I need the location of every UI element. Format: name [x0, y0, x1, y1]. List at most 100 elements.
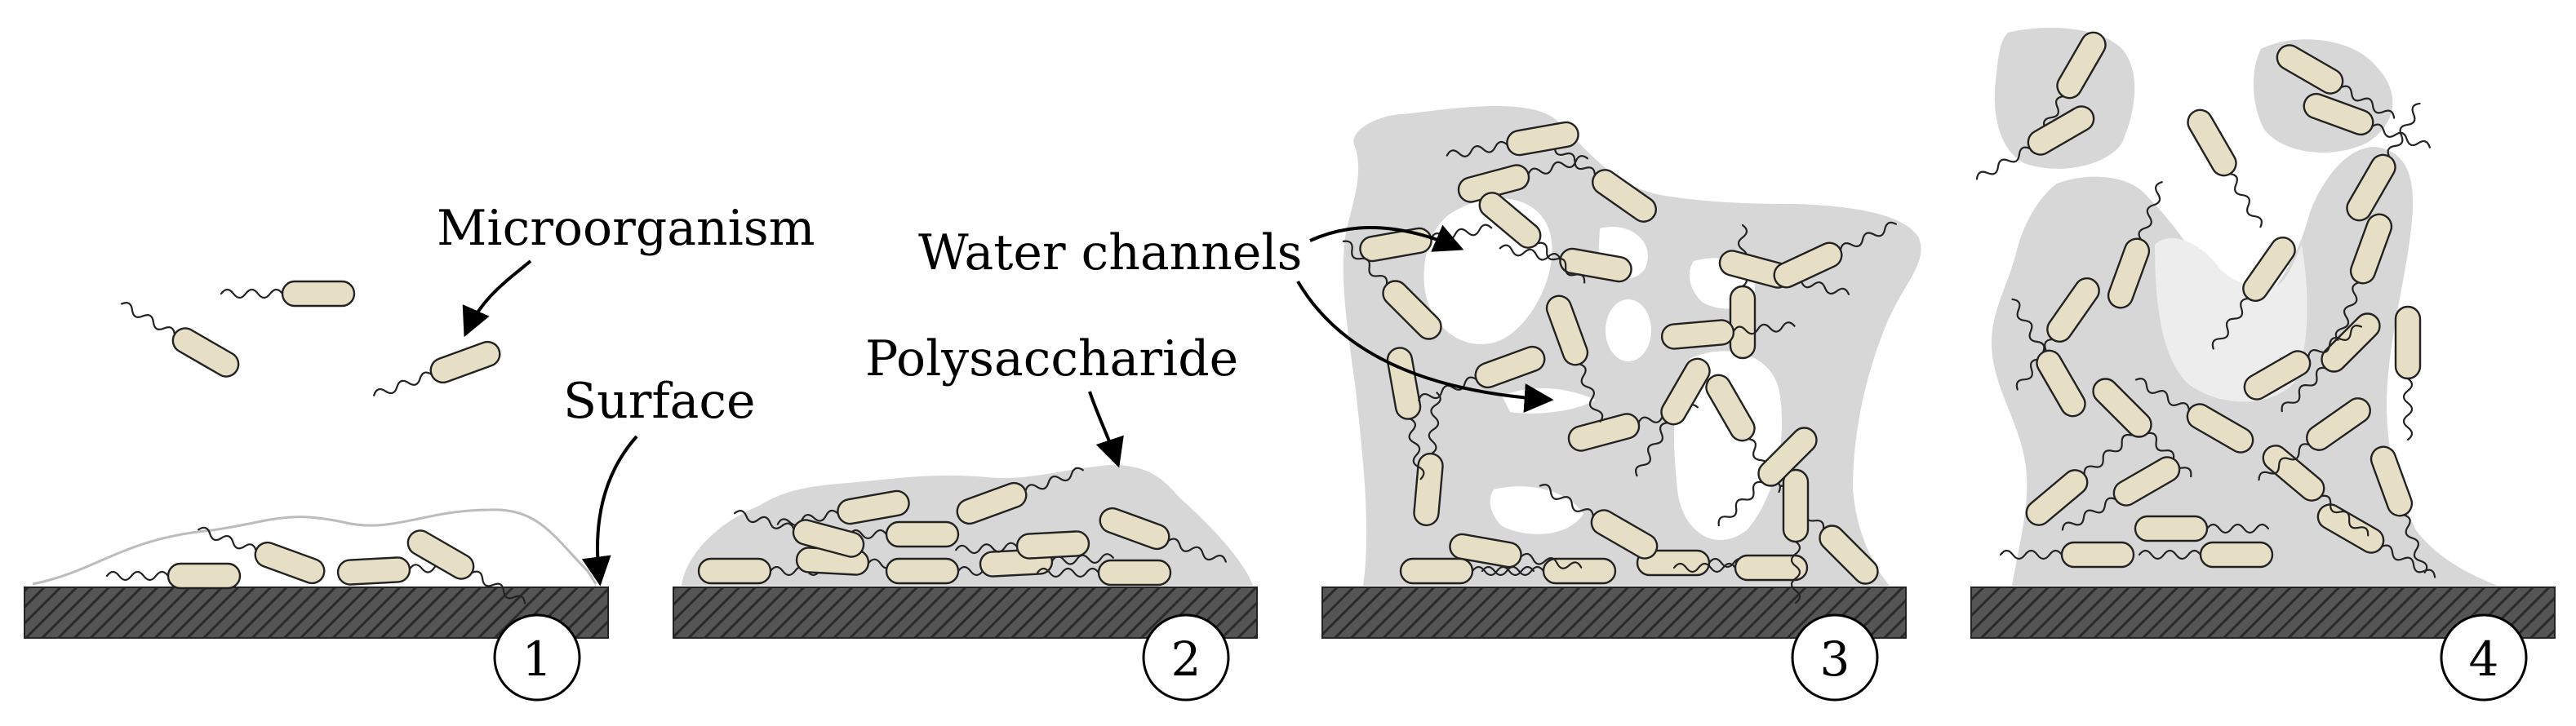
flagellum: [1732, 321, 1796, 335]
flagellum: [2011, 298, 2045, 353]
flagellum: [2138, 549, 2202, 560]
bacterium-body: [2303, 92, 2374, 136]
bacterium: [1342, 240, 1442, 340]
detached-cluster-left: [1994, 28, 2135, 169]
bacterium: [105, 562, 242, 590]
bacterium-body: [2199, 541, 2274, 569]
flagellum: [471, 570, 526, 604]
panel-3: 3: [1321, 106, 1921, 702]
bacteria-group-4: [1975, 31, 2436, 578]
flagellum: [1717, 480, 1763, 527]
label-surface: Surface: [563, 373, 756, 430]
flagellum: [1408, 418, 1425, 480]
flagellum: [2147, 432, 2192, 478]
bacterium-body: [281, 280, 356, 308]
panel-1: 1: [24, 280, 609, 702]
arrow-water-channel-upper: [1309, 224, 1464, 252]
bacterium-body: [837, 489, 910, 525]
bacterium: [2394, 305, 2422, 441]
bacterium-body: [2046, 277, 2100, 343]
stage-number-3: 3: [1820, 631, 1850, 687]
flagellum: [733, 510, 795, 530]
bacteria-group-2: [697, 467, 1227, 587]
bacterium: [1036, 559, 1172, 587]
flagellum: [2205, 523, 2270, 534]
flagellum: [1036, 567, 1100, 578]
bacterium-body: [1590, 509, 1659, 560]
bacterium-body: [1545, 294, 1589, 366]
bacterium: [1773, 221, 1897, 289]
bacterium: [220, 280, 356, 308]
bacterium-body: [171, 327, 240, 378]
bacterium: [2092, 378, 2192, 478]
flagellum: [776, 509, 839, 526]
bacterium-body: [1636, 549, 1711, 577]
bacterium-body: [2186, 403, 2254, 454]
panel-2: 2: [673, 465, 1258, 702]
bacterium-body: [885, 520, 960, 548]
bacterium-body: [336, 556, 411, 586]
bacterium: [2025, 433, 2133, 526]
bacterium: [956, 467, 1084, 525]
bacterium-body: [406, 529, 475, 580]
flagellum: [2061, 497, 2116, 531]
flagellum: [2320, 494, 2369, 537]
bacterium-body: [1773, 241, 1843, 289]
bacterium: [1446, 121, 1579, 157]
bacterium-body: [1660, 357, 1711, 426]
arrow-polysaccharide: [1088, 391, 1124, 468]
flagellum: [2258, 443, 2311, 481]
bacterium: [2303, 92, 2431, 148]
bacterium: [776, 489, 910, 526]
bacterium: [1413, 392, 1444, 527]
arrow-surface: [581, 435, 638, 587]
bacterium: [1545, 294, 1604, 423]
flagellum: [2340, 85, 2396, 119]
bacterium: [1660, 319, 1796, 350]
bacterium: [1635, 357, 1711, 477]
bacterium-body: [1705, 374, 1756, 442]
bacterium-body: [697, 557, 772, 585]
bacterium-body: [2107, 237, 2151, 309]
label-water-channels: Water channels: [918, 224, 1302, 281]
bacterium: [1672, 554, 1809, 582]
bacterium-body: [1449, 533, 1522, 569]
bacterium: [1499, 244, 1632, 283]
bacterium-body: [2092, 378, 2152, 438]
bacterium: [406, 529, 526, 604]
bacterium-body: [2060, 541, 2135, 569]
bacterium: [1717, 427, 1818, 527]
flagellum: [1024, 467, 1084, 493]
flagellum: [1790, 540, 1801, 604]
flagellum: [1520, 552, 1583, 569]
bacterium-body: [2262, 445, 2325, 502]
label-polysaccharide: Polysaccharide: [865, 330, 1238, 387]
flagellum: [1536, 241, 1586, 284]
stage-number-4: 4: [2469, 631, 2499, 687]
flagellum: [1975, 146, 2031, 180]
bacterium-body: [2321, 312, 2381, 373]
bacterium: [2061, 456, 2181, 531]
flagellum: [2402, 377, 2414, 441]
flagellum: [1428, 392, 1441, 455]
bacterium: [2243, 325, 2363, 401]
bacterium-body: [254, 541, 326, 585]
flagellum: [373, 371, 433, 396]
bacterium-body: [956, 481, 1028, 525]
flagellum: [198, 526, 257, 552]
flagellum: [220, 288, 284, 299]
water-channel-hole: [1673, 351, 1783, 540]
bacterium: [1481, 557, 1617, 585]
bacterium: [1418, 345, 1546, 401]
bacterium-body: [1474, 345, 1546, 389]
water-channel-hole: [1606, 299, 1651, 361]
bacterium: [1399, 557, 1535, 585]
bacteria-group-3: [1342, 121, 1897, 604]
flagellum: [1999, 549, 2063, 560]
bacterium-body: [2036, 349, 2086, 418]
flagellum: [2211, 297, 2250, 350]
bacterium: [2316, 503, 2436, 578]
bacterium-body: [1097, 559, 1172, 587]
bacterium-body: [429, 340, 501, 384]
